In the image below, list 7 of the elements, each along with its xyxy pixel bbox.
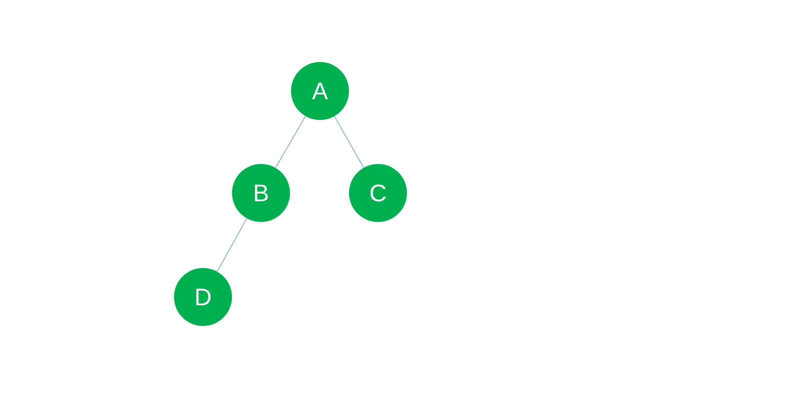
- circle-node: C: [349, 164, 407, 222]
- connector-line: [216, 218, 248, 272]
- circle-node: D: [174, 268, 232, 326]
- circle-node: A: [291, 62, 349, 120]
- connector-line: [275, 116, 306, 168]
- connector-line: [334, 116, 364, 168]
- circle-node: B: [232, 164, 290, 222]
